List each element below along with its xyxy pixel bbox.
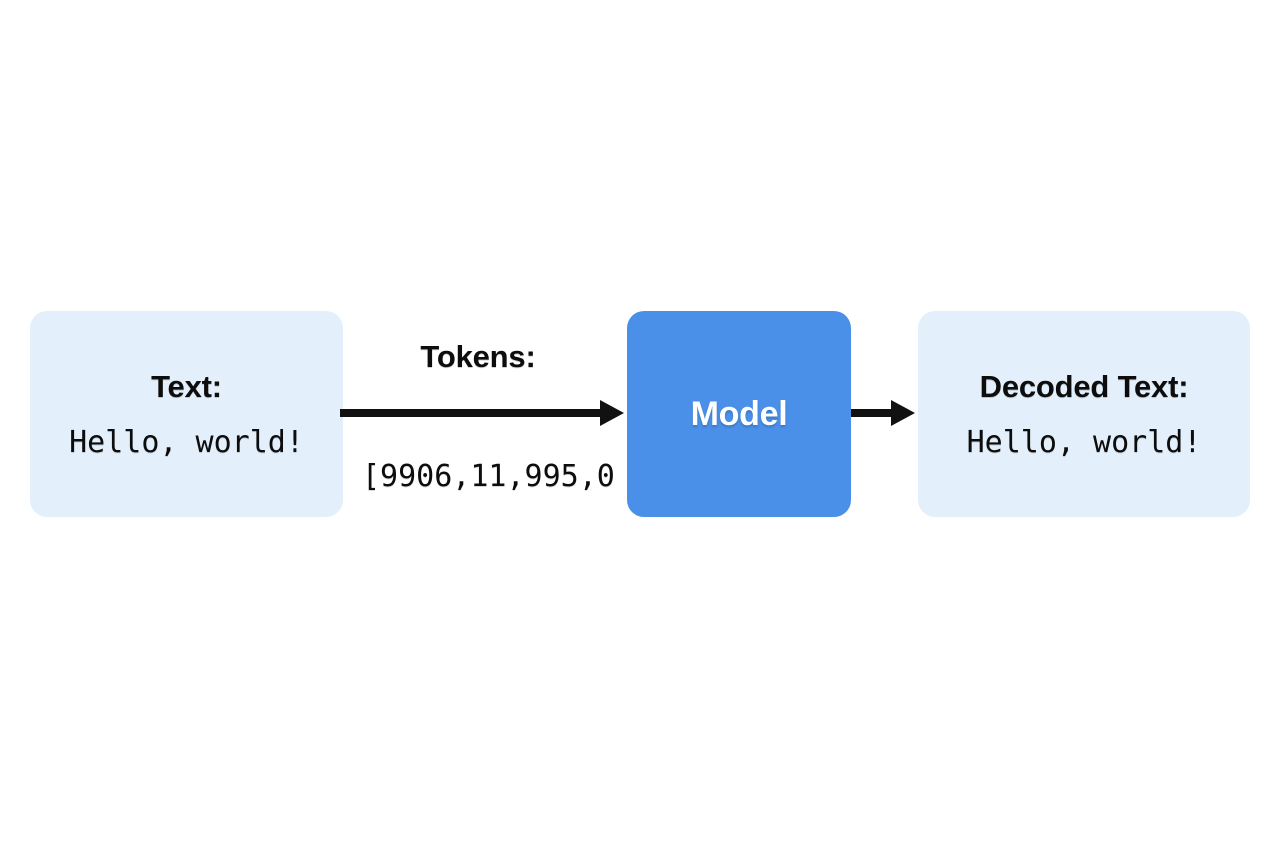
node-input-title: Text: <box>151 368 222 404</box>
arrow-right-icon <box>851 400 915 426</box>
node-input-text[interactable]: Text: Hello, world! <box>30 311 343 517</box>
node-output-text[interactable]: Decoded Text: Hello, world! <box>918 311 1250 517</box>
node-output-title: Decoded Text: <box>979 368 1189 404</box>
edge-tokens-title: Tokens: <box>420 339 536 374</box>
arrow-right-icon <box>340 400 624 426</box>
node-input-value: Hello, world! <box>69 424 304 460</box>
node-output-value: Hello, world! <box>966 424 1202 460</box>
edge-model-to-output <box>849 398 917 428</box>
node-model[interactable]: Model <box>627 311 851 517</box>
edge-input-to-model <box>338 398 626 428</box>
edge-tokens-value: [9906,11,995,0 <box>362 459 615 494</box>
node-model-label: Model <box>690 395 788 433</box>
